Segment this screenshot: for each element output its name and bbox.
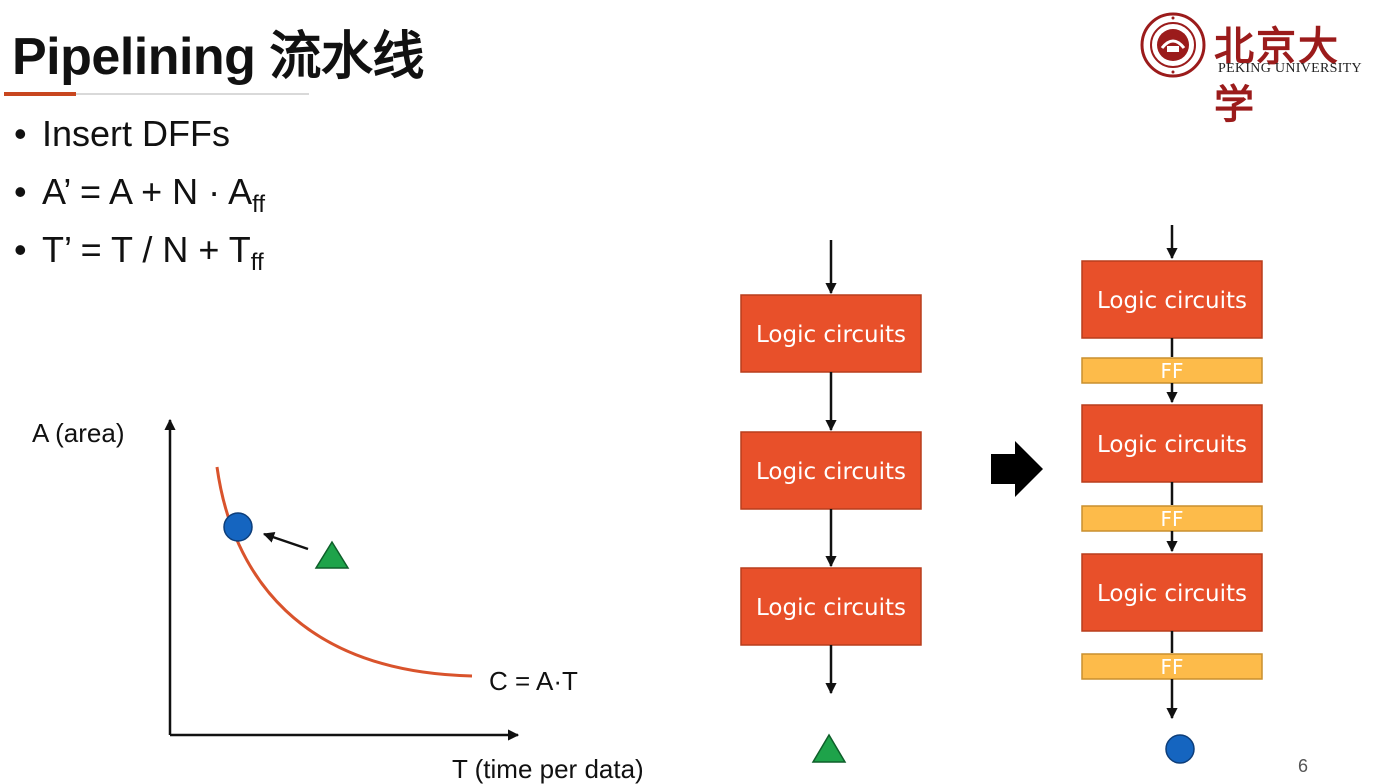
logic-block-label: Logic circuits — [1097, 288, 1247, 314]
logic-block-label: Logic circuits — [756, 459, 906, 485]
flip-flop-register — [1081, 505, 1263, 532]
flip-flop-label: FF — [1160, 507, 1183, 531]
university-seal-icon — [1140, 12, 1206, 78]
bullet-area-formula: • A’ = A + N · Aff — [14, 170, 265, 228]
bullet-list: •Insert DFFs •A’ = A + N · Aff •T’ = T /… — [14, 112, 265, 286]
page-number: 6 — [1298, 756, 1309, 776]
bullet-dot: • — [14, 113, 27, 154]
after-pipelining-point-icon — [223, 512, 253, 542]
bullet-dot: • — [14, 229, 27, 270]
x-axis-label: T (time per data) — [452, 754, 644, 784]
circle-output-icon — [1165, 734, 1195, 764]
logic-block — [740, 431, 922, 510]
before-pipelining-point-icon — [314, 540, 350, 569]
transform-arrow-icon — [991, 441, 1043, 497]
logic-block — [1081, 553, 1263, 632]
flip-flop-register — [1081, 653, 1263, 680]
bullet-text: T’ = T / N + T — [42, 229, 251, 270]
logic-block — [740, 294, 922, 373]
logic-block-label: Logic circuits — [1097, 432, 1247, 458]
improvement-arrow — [262, 531, 309, 551]
tradeoff-plot: A (area) T (time per data) C = A·T — [32, 418, 644, 784]
bullet-text: A’ = A + N · A — [42, 171, 253, 212]
flip-flop-register — [1081, 357, 1263, 384]
bullet-dot: • — [14, 171, 27, 212]
university-logo: 北京大学 PEKING UNIVERSITY — [1140, 12, 1380, 128]
logic-block — [1081, 260, 1263, 339]
unpipelined-chain: Logic circuits Logic circuits Logic circ… — [740, 240, 922, 763]
flip-flop-label: FF — [1160, 655, 1183, 679]
title-accent-bar — [4, 92, 76, 96]
title-underline — [4, 93, 309, 95]
y-axis-label: A (area) — [32, 418, 125, 448]
logic-block — [740, 567, 922, 646]
bullet-subscript: ff — [250, 249, 264, 276]
bullet-insert-dffs: • Insert DFFs — [14, 112, 265, 170]
logic-block-label: Logic circuits — [756, 322, 906, 348]
cost-curve — [215, 466, 473, 678]
curve-label: C = A·T — [489, 666, 578, 696]
university-name-chinese: 北京大学 — [1214, 23, 1340, 128]
bullet-time-formula: • T’ = T / N + Tff — [14, 228, 265, 286]
university-name-english: PEKING UNIVERSITY — [1218, 61, 1362, 76]
logic-block-label: Logic circuits — [1097, 581, 1247, 607]
pipelined-chain: Logic circuits FF Logic circuits FF Logi… — [1081, 225, 1263, 764]
bullet-text: Insert DFFs — [42, 113, 231, 154]
page-title: Pipelining 流水线 — [12, 28, 424, 86]
flip-flop-label: FF — [1160, 359, 1183, 383]
logic-block — [1081, 404, 1263, 483]
logic-block-label: Logic circuits — [756, 595, 906, 621]
triangle-output-icon — [811, 733, 847, 763]
bullet-subscript: ff — [252, 191, 266, 218]
